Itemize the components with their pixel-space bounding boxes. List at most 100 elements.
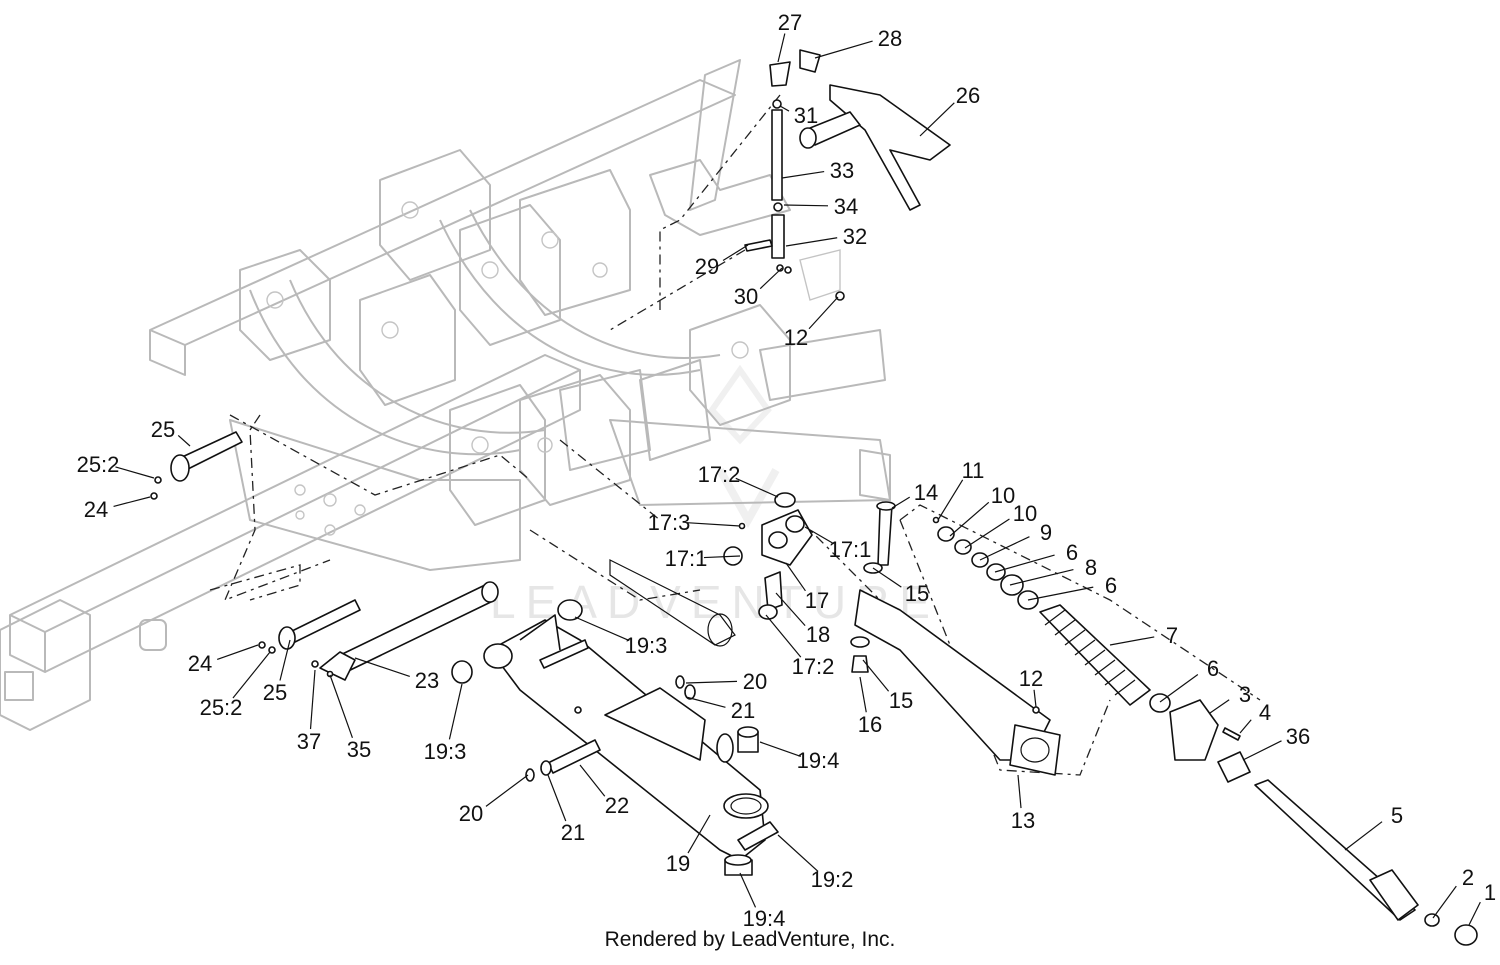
- part-bolt-14: [876, 501, 896, 566]
- leader-line-c21b: [547, 774, 567, 822]
- leader-line-c12b: [1033, 689, 1037, 708]
- leader-line-c10b: [964, 518, 1010, 549]
- leader-line-c24b: [216, 644, 259, 661]
- part-flange-3: [1169, 699, 1219, 761]
- callout-label-c19: 19: [666, 851, 690, 876]
- part-rod-end-1: [1454, 924, 1478, 946]
- leader-line-c4: [1239, 719, 1252, 734]
- leader-line-c6b: [1027, 586, 1094, 601]
- leader-line-c37: [309, 669, 316, 730]
- leader-line-c34: [783, 204, 829, 207]
- part-shaft-23: [311, 581, 499, 681]
- leader-line-c3: [1209, 699, 1230, 714]
- leader-line-c23: [354, 657, 410, 678]
- callout-label-c252b: 25:2: [200, 695, 243, 720]
- callout-label-c194b: 19:4: [743, 906, 786, 931]
- part-pin-25-upper: [150, 431, 243, 500]
- part-pivot-17: [723, 492, 813, 620]
- part-washer-21-lower: [540, 760, 552, 776]
- leader-line-c26: [919, 102, 955, 137]
- callout-label-c30: 30: [734, 284, 758, 309]
- callout-label-c7: 7: [1166, 623, 1178, 648]
- callout-label-c37: 37: [297, 729, 321, 754]
- part-washer-21-upper: [684, 684, 696, 700]
- callout-label-c24a: 24: [84, 497, 108, 522]
- callout-label-c17: 17: [805, 588, 829, 613]
- leader-line-c22: [579, 764, 606, 797]
- callout-label-c25a: 25: [151, 417, 175, 442]
- leader-line-c15b: [862, 659, 890, 692]
- callout-label-c171b: 17:1: [829, 537, 872, 562]
- callout-label-c16: 16: [858, 712, 882, 737]
- leader-line-c27: [777, 33, 786, 63]
- leader-line-c171a: [703, 555, 741, 559]
- callout-label-c21b: 21: [561, 820, 585, 845]
- callout-label-c34: 34: [834, 194, 858, 219]
- leader-line-c24a: [113, 496, 151, 507]
- callout-label-c5: 5: [1391, 803, 1403, 828]
- callout-label-c10a: 10: [991, 483, 1015, 508]
- part-tube-13: [854, 589, 1061, 776]
- leader-line-c17: [785, 562, 806, 592]
- part-nut-16: [851, 655, 869, 673]
- callout-label-c24b: 24: [188, 651, 212, 676]
- render-credit: Rendered by LeadVenture, Inc.: [604, 928, 896, 951]
- part-nut-2: [1424, 913, 1440, 927]
- callout-label-c11: 11: [962, 458, 985, 483]
- callout-label-c192: 19:2: [811, 867, 854, 892]
- part-nut-10-a: [937, 526, 955, 542]
- part-bushing-19-3-lower: [451, 660, 473, 684]
- callout-label-c23: 23: [415, 668, 439, 693]
- leader-line-c14: [891, 496, 911, 509]
- part-ring-20-lower: [525, 768, 535, 782]
- callout-label-c20b: 20: [459, 801, 483, 826]
- leader-line-c31: [779, 105, 790, 112]
- callout-label-c6c: 6: [1207, 656, 1219, 681]
- leader-line-c18: [775, 592, 806, 627]
- callout-label-c12b: 12: [1019, 666, 1043, 691]
- leader-line-c28: [814, 40, 873, 59]
- callout-label-c25b: 25: [263, 680, 287, 705]
- part-nut-10-b: [954, 539, 972, 555]
- callout-label-c8: 8: [1085, 555, 1097, 580]
- leader-line-c192: [777, 834, 819, 872]
- leader-line-c30: [759, 267, 783, 290]
- callout-label-c172b: 17:2: [792, 654, 835, 679]
- leader-line-c1: [1468, 901, 1481, 926]
- leader-line-c25a: [177, 434, 191, 447]
- part-bolt-4: [1222, 727, 1241, 741]
- callout-label-c4: 4: [1259, 700, 1271, 725]
- leader-line-c194a: [759, 741, 802, 758]
- part-pedal-26: [799, 84, 951, 211]
- callout-label-c172a: 17:2: [698, 462, 741, 487]
- leader-line-c252b: [232, 651, 271, 699]
- leader-line-c15a: [872, 567, 902, 588]
- watermark-logo: [708, 364, 780, 529]
- part-spring-7: [1039, 604, 1151, 706]
- leader-lines: [113, 33, 1481, 926]
- callout-label-c193b: 19:3: [424, 739, 467, 764]
- part-rod-5: [1254, 779, 1419, 921]
- leader-line-c172a: [735, 477, 779, 498]
- leader-line-c32: [785, 237, 838, 247]
- callout-label-c173: 17:3: [648, 510, 691, 535]
- callout-label-c9: 9: [1040, 520, 1052, 545]
- leader-line-c173: [686, 522, 741, 527]
- callout-label-c35: 35: [347, 737, 371, 762]
- parts: [150, 49, 1478, 946]
- callout-label-c171a: 17:1: [665, 546, 708, 571]
- leader-line-c8: [1009, 569, 1074, 586]
- callout-label-c252a: 25:2: [77, 452, 120, 477]
- part-washer-15-lower: [850, 636, 870, 648]
- callout-label-c15a: 15: [905, 581, 929, 606]
- callout-label-c6b: 6: [1105, 573, 1117, 598]
- callout-label-c27: 27: [778, 10, 802, 35]
- callout-label-c26: 26: [956, 83, 980, 108]
- leader-line-c20a: [685, 680, 738, 684]
- leader-line-c6c: [1159, 673, 1199, 703]
- part-pin-22: [547, 739, 601, 774]
- part-bushing-36: [1217, 751, 1251, 783]
- callout-label-c13: 13: [1011, 808, 1035, 833]
